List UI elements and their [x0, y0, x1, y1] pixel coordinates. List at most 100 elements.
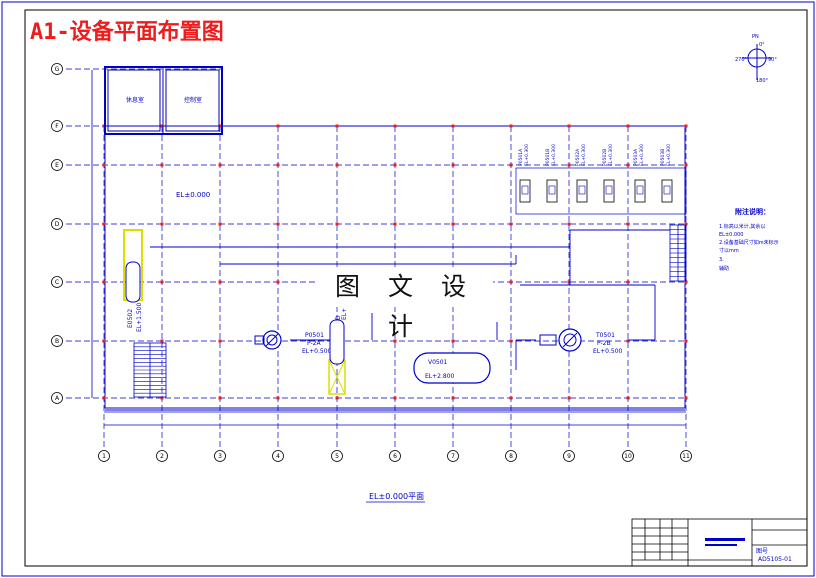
- grid-node: [335, 124, 339, 128]
- row-bubble: [51, 120, 63, 132]
- e0502-label: E0502: [127, 309, 134, 328]
- plan-caption: EL±0.000平面: [369, 492, 424, 501]
- tank: [661, 179, 673, 203]
- piping: [150, 229, 670, 370]
- row-bubble-label: A: [55, 395, 60, 402]
- col-bubble-label: 3: [218, 453, 222, 460]
- tank-inner: [636, 185, 644, 195]
- notes-line-5: 3.: [719, 257, 724, 263]
- row-bubble: [51, 392, 63, 404]
- drawing-code-label: 图号: [756, 548, 768, 555]
- grid-node: [218, 280, 222, 284]
- grid-node: [626, 222, 630, 226]
- grid-node: [160, 124, 164, 128]
- notes-line-4: 寸以mm: [719, 247, 739, 254]
- tank-inner: [663, 185, 671, 195]
- grid-node: [102, 396, 106, 400]
- col-bubble-label: 7: [451, 453, 455, 460]
- row-bubble-label: E: [55, 162, 59, 169]
- col-bubble-label: 5: [335, 453, 339, 460]
- row-bubble: [51, 159, 63, 171]
- grid-node: [276, 124, 280, 128]
- col-bubble-label: 9: [567, 453, 571, 460]
- col-bubble: [214, 450, 226, 462]
- row-bubble: [51, 218, 63, 230]
- grid-node: [684, 163, 688, 167]
- col-bubble: [622, 450, 634, 462]
- grid-node: [393, 124, 397, 128]
- col-bubble: [563, 450, 575, 462]
- grid-node: [451, 396, 455, 400]
- t0501-tag: P-2B: [597, 340, 611, 347]
- grid-node: [160, 222, 164, 226]
- tank: [634, 179, 646, 203]
- pump-t0501: [539, 328, 582, 352]
- tank-inner: [578, 185, 586, 195]
- row-bubble: [51, 335, 63, 347]
- room-rest: 休息室: [126, 96, 144, 104]
- p0501-tag: P-2A: [307, 340, 321, 347]
- tank-label: P0503A: [633, 148, 639, 166]
- d-el: EL+: [341, 308, 348, 320]
- room-control: 控制室: [184, 96, 202, 104]
- tank-el: EL+0.300: [551, 144, 557, 166]
- col-bubble-label: 11: [682, 453, 690, 460]
- row-bubble-label: F: [55, 123, 59, 130]
- grid-node: [626, 163, 630, 167]
- grid-node: [626, 396, 630, 400]
- grid-node: [509, 222, 513, 226]
- tank-inner: [548, 185, 556, 195]
- col-bubble: [505, 450, 517, 462]
- grid-node: [626, 124, 630, 128]
- tank-inner: [521, 185, 529, 195]
- dimension-lines: [91, 70, 686, 426]
- row-bubble-label: D: [55, 221, 60, 228]
- stair-steps-right: [670, 229, 686, 277]
- grid-node: [160, 339, 164, 343]
- grid-node: [335, 222, 339, 226]
- grid-node: [567, 163, 571, 167]
- grid-node: [218, 222, 222, 226]
- col-bubble-label: 4: [276, 453, 280, 460]
- col-bubble-label: 1: [102, 453, 106, 460]
- grid-node: [451, 163, 455, 167]
- compass-s: 180°: [756, 78, 769, 84]
- compass-pn: PN: [752, 34, 759, 40]
- grid-node: [160, 396, 164, 400]
- col-bubble: [680, 450, 692, 462]
- row-bubble: [51, 276, 63, 288]
- heat-exchanger-e0502: [123, 229, 143, 303]
- grid-node: [626, 339, 630, 343]
- grid-node: [218, 396, 222, 400]
- grid-node: [393, 396, 397, 400]
- tank-label: P0502A: [575, 148, 581, 166]
- tank-label: P0501A: [518, 148, 524, 166]
- col-bubble: [389, 450, 401, 462]
- tank: [576, 179, 588, 203]
- vessel-d: [328, 319, 346, 395]
- compass-w: 270°: [735, 57, 748, 63]
- t0501-el: EL+0.500: [593, 348, 623, 355]
- grid-node: [567, 396, 571, 400]
- grid-node: [102, 339, 106, 343]
- grid-node: [626, 280, 630, 284]
- p0501-el: EL+0.500: [302, 348, 332, 355]
- compass-n: 0°: [759, 42, 765, 48]
- col-bubble: [98, 450, 110, 462]
- grid-node: [335, 396, 339, 400]
- notes-heading: 附注说明：: [735, 207, 770, 216]
- col-bubble: [331, 450, 343, 462]
- compass-e: 90°: [768, 57, 777, 63]
- grid-node: [218, 124, 222, 128]
- grid-node: [393, 222, 397, 226]
- pump-p0501: [254, 330, 282, 350]
- grid-node: [276, 222, 280, 226]
- tank-el: EL+0.300: [581, 144, 587, 166]
- p0501-label: P0501: [305, 332, 324, 339]
- grid-node: [276, 396, 280, 400]
- grid-node: [509, 124, 513, 128]
- drawing-title: A1-设备平面布置图: [30, 20, 224, 45]
